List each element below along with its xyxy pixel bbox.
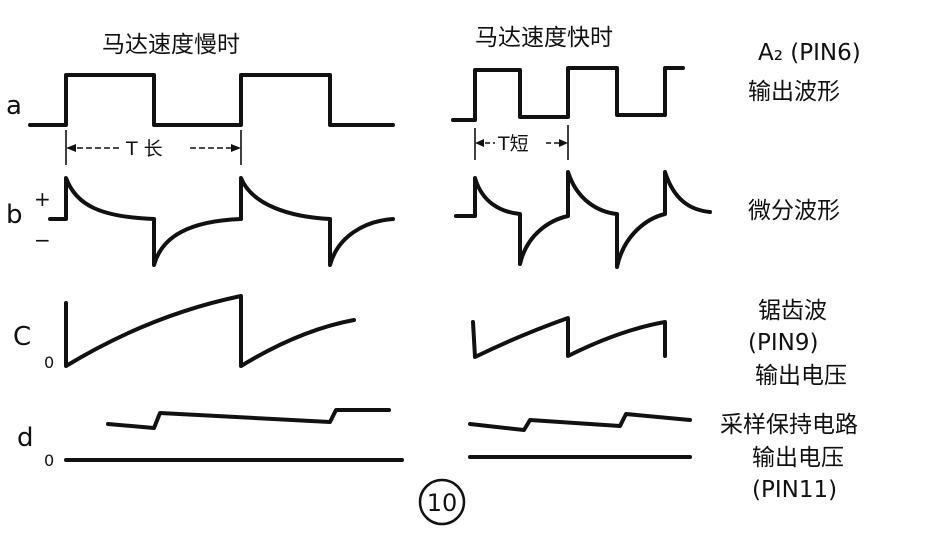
minus-sign: − — [34, 228, 51, 252]
header-slow: 马达速度慢时 — [102, 32, 240, 58]
figure-number-circle — [418, 478, 466, 526]
desc-a-line-1: A₂ (PIN6) — [758, 40, 861, 66]
desc-c-line-3: 输出电压 — [755, 363, 847, 389]
period-marker-slow — [65, 130, 242, 165]
desc-b-line-1: 微分波形 — [748, 198, 840, 224]
desc-d-line-3: (PIN11) — [752, 477, 837, 503]
row-label-b: b — [6, 200, 23, 230]
sample-hold-wave-fast — [468, 412, 692, 432]
differential-wave-slow — [48, 176, 395, 267]
desc-d-line-1: 采样保持电路 — [720, 412, 858, 438]
plus-sign: + — [34, 187, 51, 211]
row-label-a: a — [6, 91, 22, 121]
sawtooth-wave-slow — [64, 294, 356, 368]
square-wave-fast — [451, 66, 685, 122]
zero-label-c: 0 — [44, 353, 54, 372]
desc-d-line-2: 输出电压 — [752, 445, 844, 471]
desc-c-line-1: 锯齿波 — [758, 298, 827, 324]
figure-number: 10 — [427, 489, 458, 517]
period-long-label: T 长 — [125, 138, 163, 160]
sample-hold-wave-slow — [106, 408, 391, 430]
period-short-label: T短 — [497, 133, 529, 155]
square-wave-slow — [28, 73, 395, 127]
row-label-d: d — [17, 423, 34, 453]
sawtooth-wave-fast — [471, 316, 667, 359]
differential-wave-fast — [454, 170, 712, 269]
row-label-c: C — [13, 322, 31, 352]
period-marker-fast — [474, 125, 569, 160]
desc-a-line-2: 输出波形 — [748, 79, 840, 105]
header-fast: 马达速度快时 — [475, 25, 613, 51]
zero-label-d: 0 — [44, 451, 54, 470]
desc-c-line-2: (PIN9) — [748, 330, 818, 356]
